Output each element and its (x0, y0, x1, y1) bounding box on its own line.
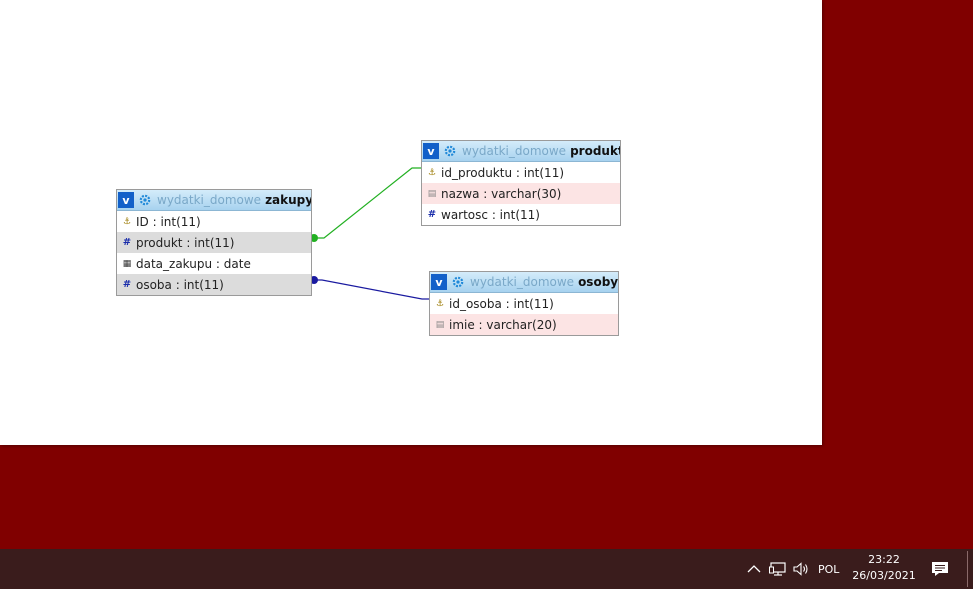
toggle-icon[interactable]: v (431, 274, 447, 290)
column-row[interactable]: ▤ imie : varchar(20) (430, 314, 618, 335)
column-row[interactable]: ▤ nazwa : varchar(30) (422, 183, 620, 204)
database-name: wydatki_domowe (462, 144, 567, 158)
table-produkt[interactable]: v wydatki_domowe produkt ⚓ id_produktu :… (421, 140, 621, 226)
column-label: id_osoba : int(11) (449, 296, 554, 311)
table-name: osoby (578, 275, 618, 289)
clock-time: 23:22 (868, 553, 900, 566)
table-header[interactable]: v wydatki_domowe zakupy (117, 190, 311, 211)
gear-icon[interactable] (451, 275, 465, 289)
primary-key-icon: ⚓ (435, 298, 445, 309)
table-header[interactable]: v wydatki_domowe osoby (430, 272, 618, 293)
table-name: zakupy (265, 193, 311, 207)
relation-zakupy-produkt[interactable] (314, 167, 422, 239)
language-indicator[interactable]: POL (818, 562, 840, 576)
chevron-up-icon[interactable] (745, 561, 763, 577)
show-desktop-divider[interactable] (967, 551, 968, 587)
designer-canvas[interactable]: v wydatki_domowe zakupy ⚓ ID : int(11) #… (0, 0, 822, 445)
text-icon: ▤ (435, 319, 445, 330)
taskbar: POL 23:22 26/03/2021 (0, 549, 973, 589)
column-label: nazwa : varchar(30) (441, 186, 562, 201)
clock-date: 26/03/2021 (852, 569, 916, 582)
gear-icon[interactable] (443, 144, 457, 158)
primary-key-icon: ⚓ (122, 216, 132, 227)
database-name: wydatki_domowe (157, 193, 262, 207)
column-label: ID : int(11) (136, 214, 201, 229)
clock[interactable]: 23:22 26/03/2021 (848, 552, 920, 584)
table-osoby[interactable]: v wydatki_domowe osoby ⚓ id_osoba : int(… (429, 271, 619, 336)
toggle-icon[interactable]: v (118, 192, 134, 208)
gear-icon[interactable] (138, 193, 152, 207)
column-row[interactable]: # osoba : int(11) (117, 274, 311, 295)
column-label: data_zakupu : date (136, 256, 251, 271)
column-row[interactable]: ⚓ ID : int(11) (117, 211, 311, 232)
column-row[interactable]: # produkt : int(11) (117, 232, 311, 253)
column-label: id_produktu : int(11) (441, 165, 565, 180)
network-icon[interactable] (768, 560, 788, 578)
database-name: wydatki_domowe (470, 275, 575, 289)
column-row[interactable]: ▦ data_zakupu : date (117, 253, 311, 274)
column-row[interactable]: ⚓ id_osoba : int(11) (430, 293, 618, 314)
relation-zakupy-osoby[interactable] (314, 279, 430, 300)
column-label: produkt : int(11) (136, 235, 235, 250)
date-icon: ▦ (122, 258, 132, 269)
column-row[interactable]: ⚓ id_produktu : int(11) (422, 162, 620, 183)
table-header[interactable]: v wydatki_domowe produkt (422, 141, 620, 162)
toggle-icon[interactable]: v (423, 143, 439, 159)
column-row[interactable]: # wartosc : int(11) (422, 204, 620, 225)
action-center-icon[interactable] (930, 560, 950, 578)
column-label: wartosc : int(11) (441, 207, 540, 222)
number-icon: # (427, 209, 437, 220)
primary-key-icon: ⚓ (427, 167, 437, 178)
text-icon: ▤ (427, 188, 437, 199)
column-label: osoba : int(11) (136, 277, 224, 292)
number-icon: # (122, 279, 132, 290)
column-label: imie : varchar(20) (449, 317, 557, 332)
table-name: produkt (570, 144, 620, 158)
volume-icon[interactable] (791, 560, 811, 578)
number-icon: # (122, 237, 132, 248)
table-zakupy[interactable]: v wydatki_domowe zakupy ⚓ ID : int(11) #… (116, 189, 312, 296)
